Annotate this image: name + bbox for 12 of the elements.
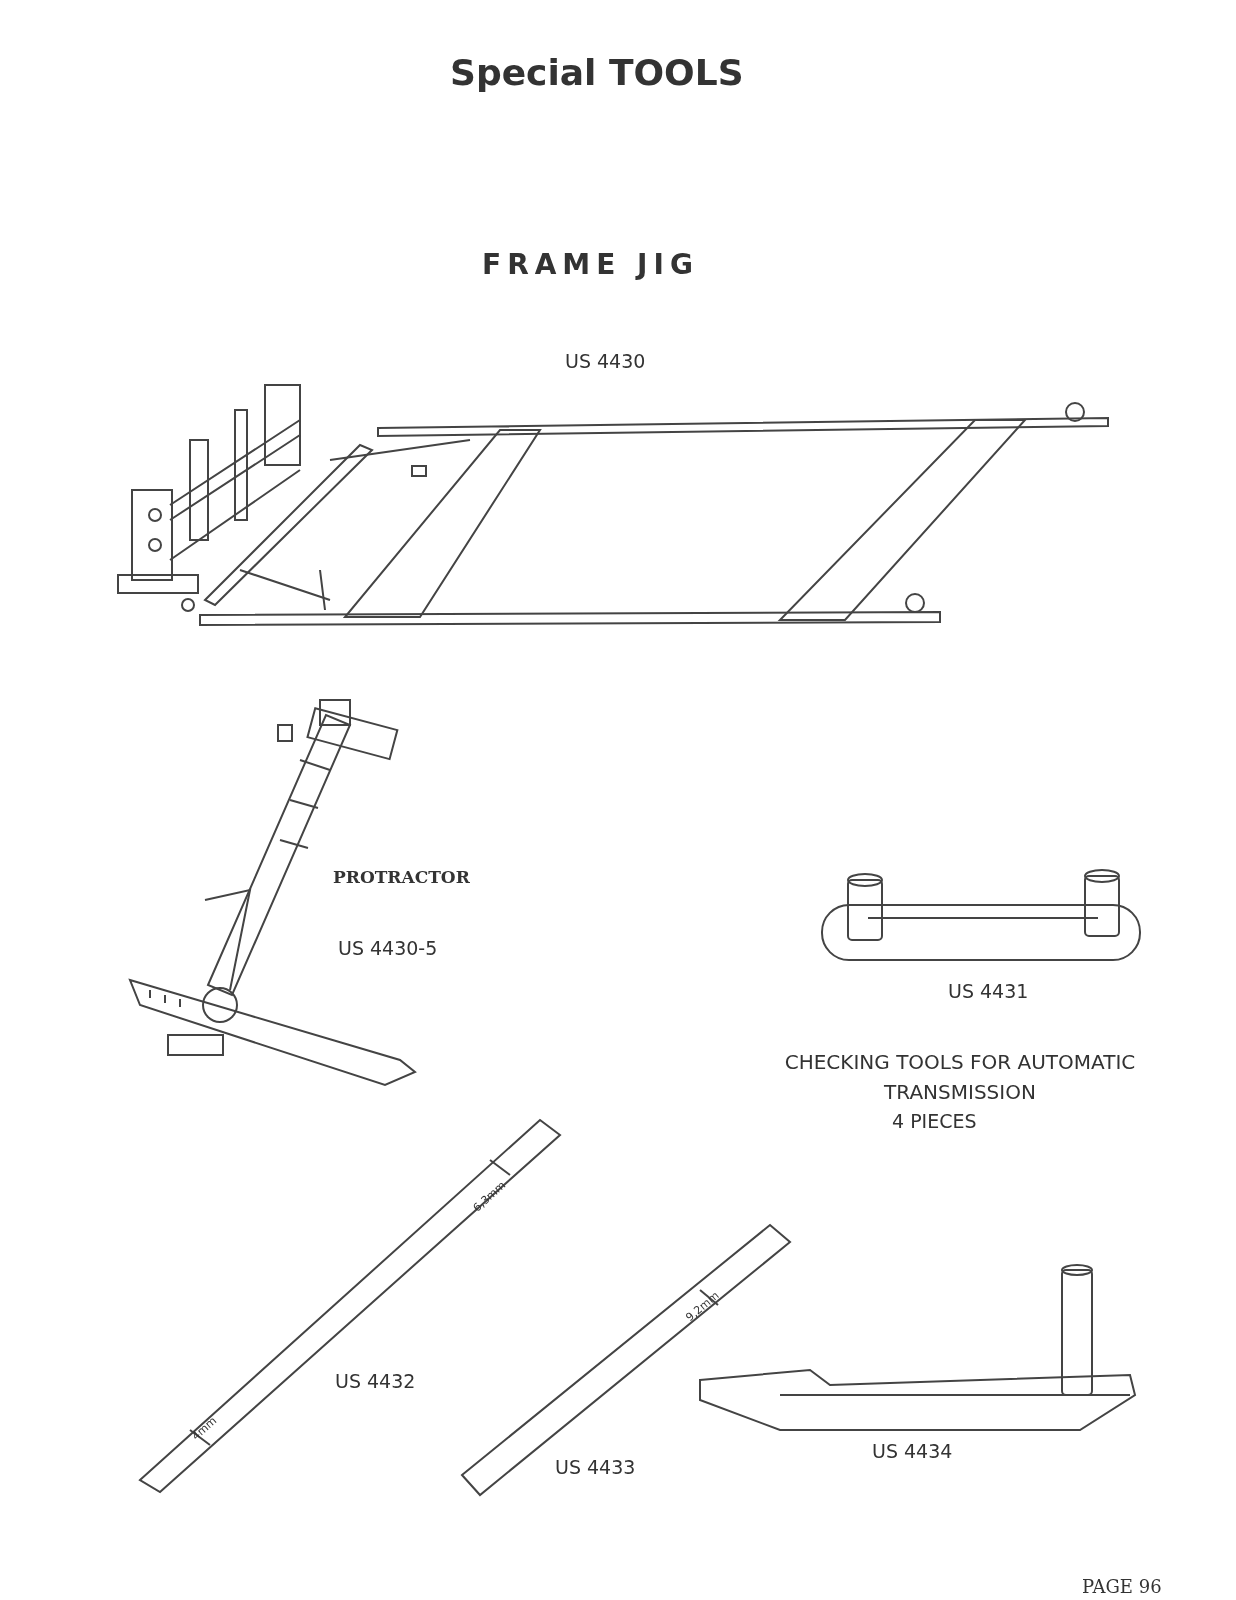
part-number: US 4434 [872, 1440, 953, 1462]
part-number: US 4432 [335, 1370, 416, 1392]
page-number: PAGE 96 [1082, 1576, 1162, 1597]
part-number: US 4433 [555, 1456, 636, 1478]
part-number: US 4430 [565, 350, 646, 372]
part-number: US 4431 [948, 980, 1029, 1002]
section-heading: FRAME JIG [482, 248, 699, 281]
description-text: CHECKING TOOLS FOR AUTOMATIC TRANSMISSION [783, 1049, 1137, 1106]
part-number: US 4430-5 [338, 937, 438, 959]
quantity-note: 4 PIECES [892, 1110, 977, 1132]
tool-name: PROTRACTOR [333, 867, 470, 887]
page-title: Special TOOLS [450, 52, 744, 93]
